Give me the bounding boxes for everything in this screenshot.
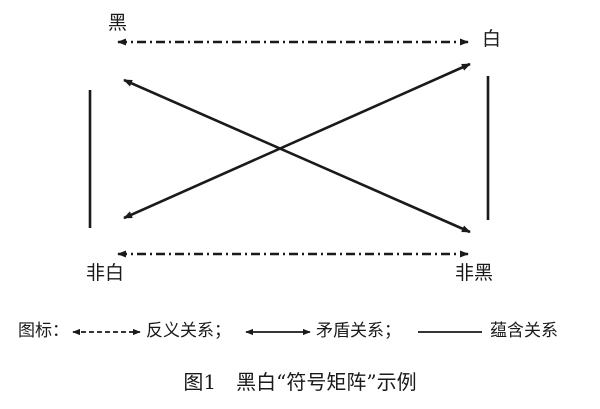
legend-label-contrary: 反义关系；	[146, 321, 231, 341]
figure-caption: 图1 黑白“符号矩阵”示例	[183, 370, 417, 394]
legend-label-implication: 蕴含关系	[490, 321, 558, 341]
contradiction-line-black-nonblack	[123, 78, 471, 234]
contradiction-line-white-nonwhite	[123, 62, 471, 220]
legend-label-contradiction: 矛盾关系；	[316, 321, 401, 341]
term-white: 白	[482, 28, 502, 50]
term-black: 黑	[108, 12, 128, 34]
legend-prefix: 图标：	[18, 321, 69, 341]
term-non-white: 非白	[86, 262, 125, 284]
term-non-black: 非黑	[455, 262, 494, 284]
